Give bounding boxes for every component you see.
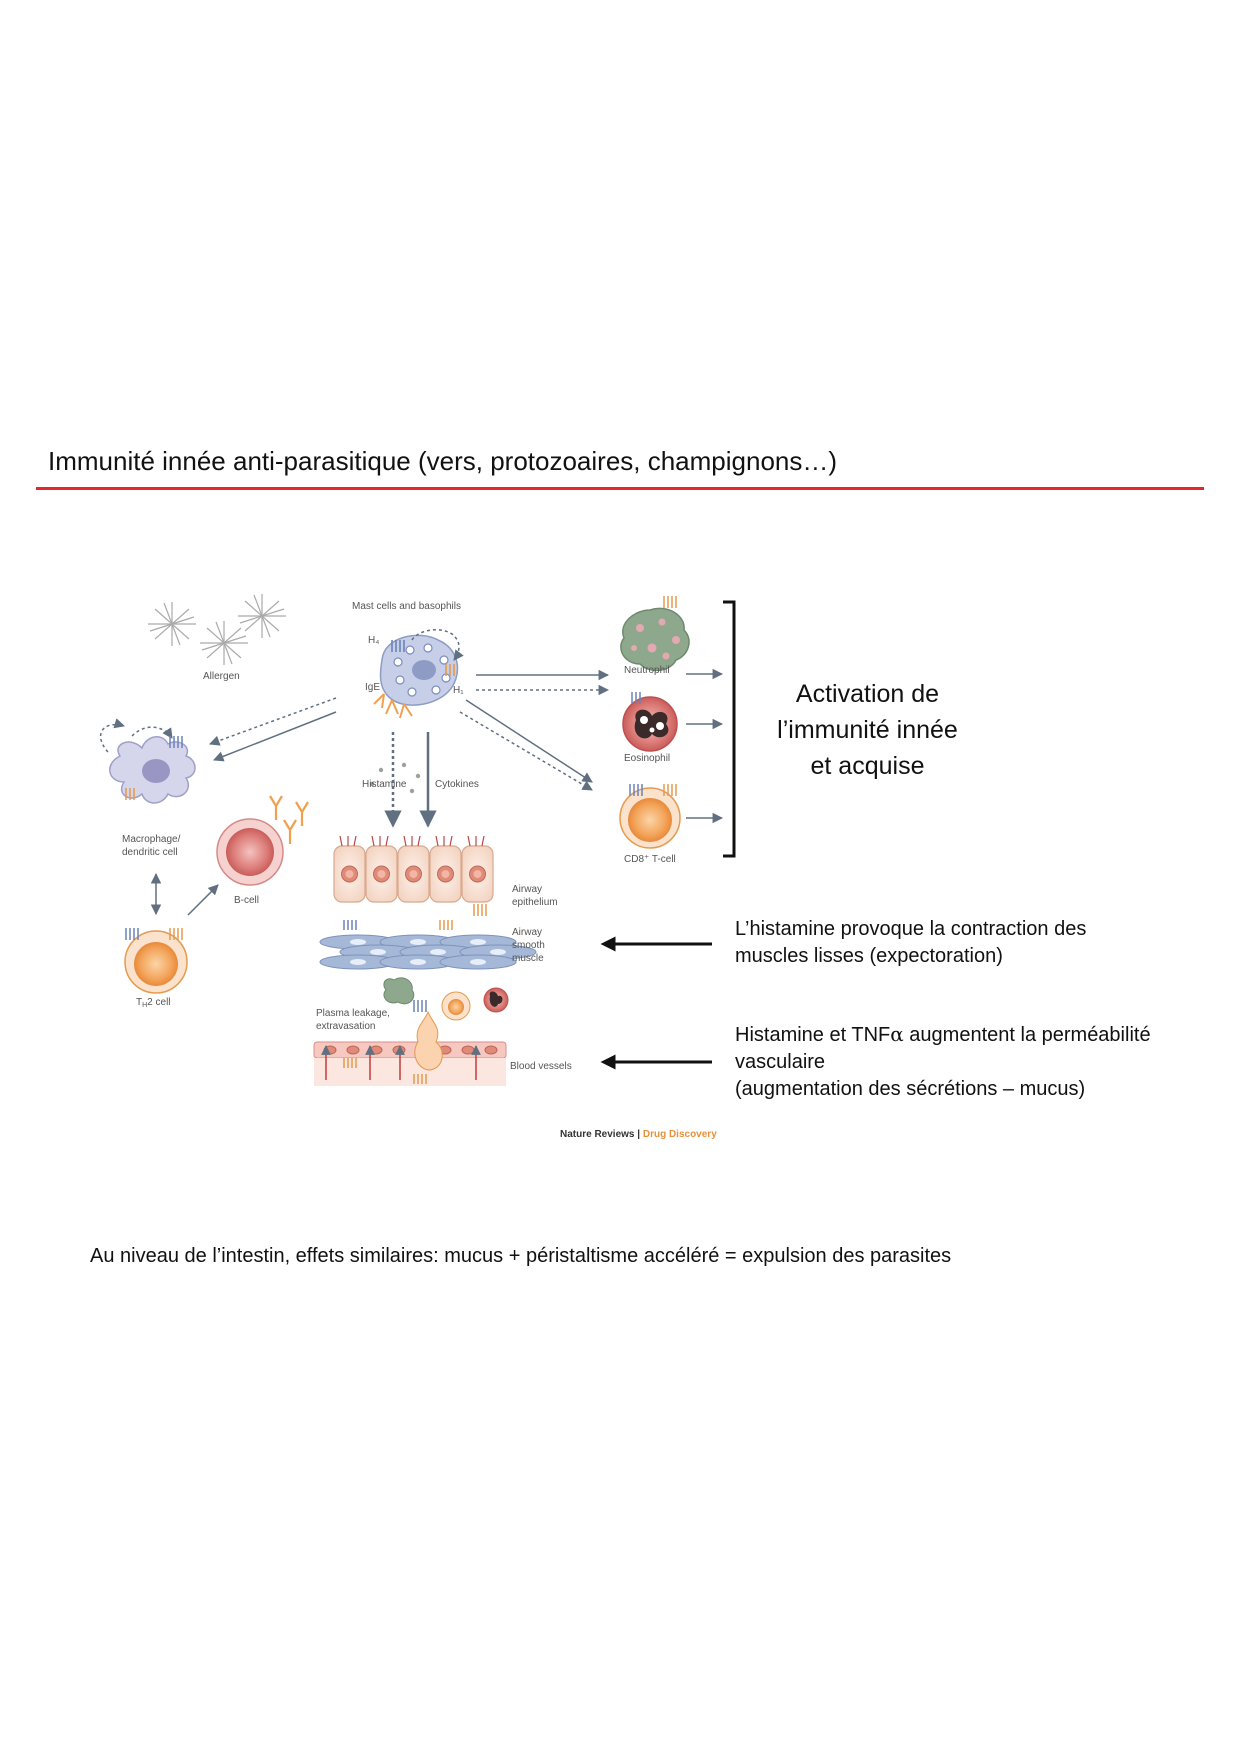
allergen-particles [148,594,286,665]
b-cell [216,818,284,886]
histamine-dots [369,762,421,794]
title-underline [36,487,1204,490]
activation-line-3: et acquise [810,752,925,780]
antibodies [269,795,309,844]
signal-arrows [150,668,724,916]
h1-label: H₁ [453,685,464,696]
mast-cell [373,628,464,719]
endothelial-cell [369,1045,383,1055]
airway-smooth-label-2: smooth [512,940,545,951]
activation-line-2: l’immunité innée [777,716,958,744]
activation-line-1: Activation de [795,680,940,708]
airway-epithelium [333,835,494,916]
smooth-muscle-cell [439,954,517,970]
cd8-label: CD8⁺ T-cell [624,854,676,865]
plasma-leakage-label-1: Plasma leakage, [316,1008,390,1019]
vascular-line-2: vasculaire [735,1051,826,1073]
epithelial-cell [429,835,462,903]
macrophage-cell [100,718,196,804]
airway-epithelium-label-2: epithelium [512,897,558,908]
vascular-line-3: (augmentation des sécrétions – mucus) [735,1078,1086,1100]
smooth-muscle-callout: L’histamine provoque la contraction des … [735,916,1086,970]
b-cell-label: B-cell [234,895,259,906]
endothelial-cell [461,1045,475,1055]
th2-cell [124,928,188,994]
airway-smooth-label-1: Airway [512,927,542,938]
eosinophil-cell [622,692,678,752]
eosinophil-label: Eosinophil [624,753,670,764]
extravasating-cells [383,977,509,1021]
blood-vessels-label: Blood vessels [510,1061,572,1072]
plasma-leakage-label-2: extravasation [316,1021,375,1032]
smooth-muscle-line-2: muscles lisses (expectoration) [735,945,1003,967]
neutrophil-cell [620,596,690,672]
th2-label: TH2 cell [136,997,171,1009]
histamine-label: Histamine [362,779,407,790]
allergen-label: Allergen [203,671,240,682]
airway-smooth-muscle [319,920,537,970]
blood-vessel [313,1000,507,1086]
epithelial-cell [333,835,366,903]
vascular-callout: Histamine et TNFα augmentent la perméabi… [735,1021,1151,1103]
epithelial-cell [365,835,398,903]
cd8-t-cell [619,784,681,849]
epithelial-cell [397,835,430,903]
slide-title: Immunité innée anti-parasitique (vers, p… [48,446,838,476]
endothelial-cell [346,1045,360,1055]
figure-credit: Nature Reviews | Drug Discovery [560,1129,717,1140]
ige-label: IgE [365,682,380,693]
activation-text: Activation de l’immunité innée et acquis… [745,676,990,784]
neutrophil-label: Neutrophil [624,665,670,676]
macrophage-label-2: dendritic cell [122,847,178,858]
activation-bracket [723,600,736,858]
smooth-muscle-line-1: L’histamine provoque la contraction des [735,918,1087,940]
airway-epithelium-label-1: Airway [512,884,542,895]
endothelial-cell [484,1045,498,1055]
airway-smooth-label-3: muscle [512,953,544,964]
cytokines-label: Cytokines [435,779,479,790]
h4-label: H₄ [368,635,379,646]
mast-cells-label: Mast cells and basophils [352,601,461,612]
macrophage-label-1: Macrophage/ [122,834,181,845]
epithelial-cell [461,835,494,903]
vascular-line-1: Histamine et TNFα augmentent la perméabi… [735,1022,1151,1046]
endothelial-cell [392,1045,406,1055]
intestine-note: Au niveau de l’intestin, effets similair… [90,1245,952,1267]
